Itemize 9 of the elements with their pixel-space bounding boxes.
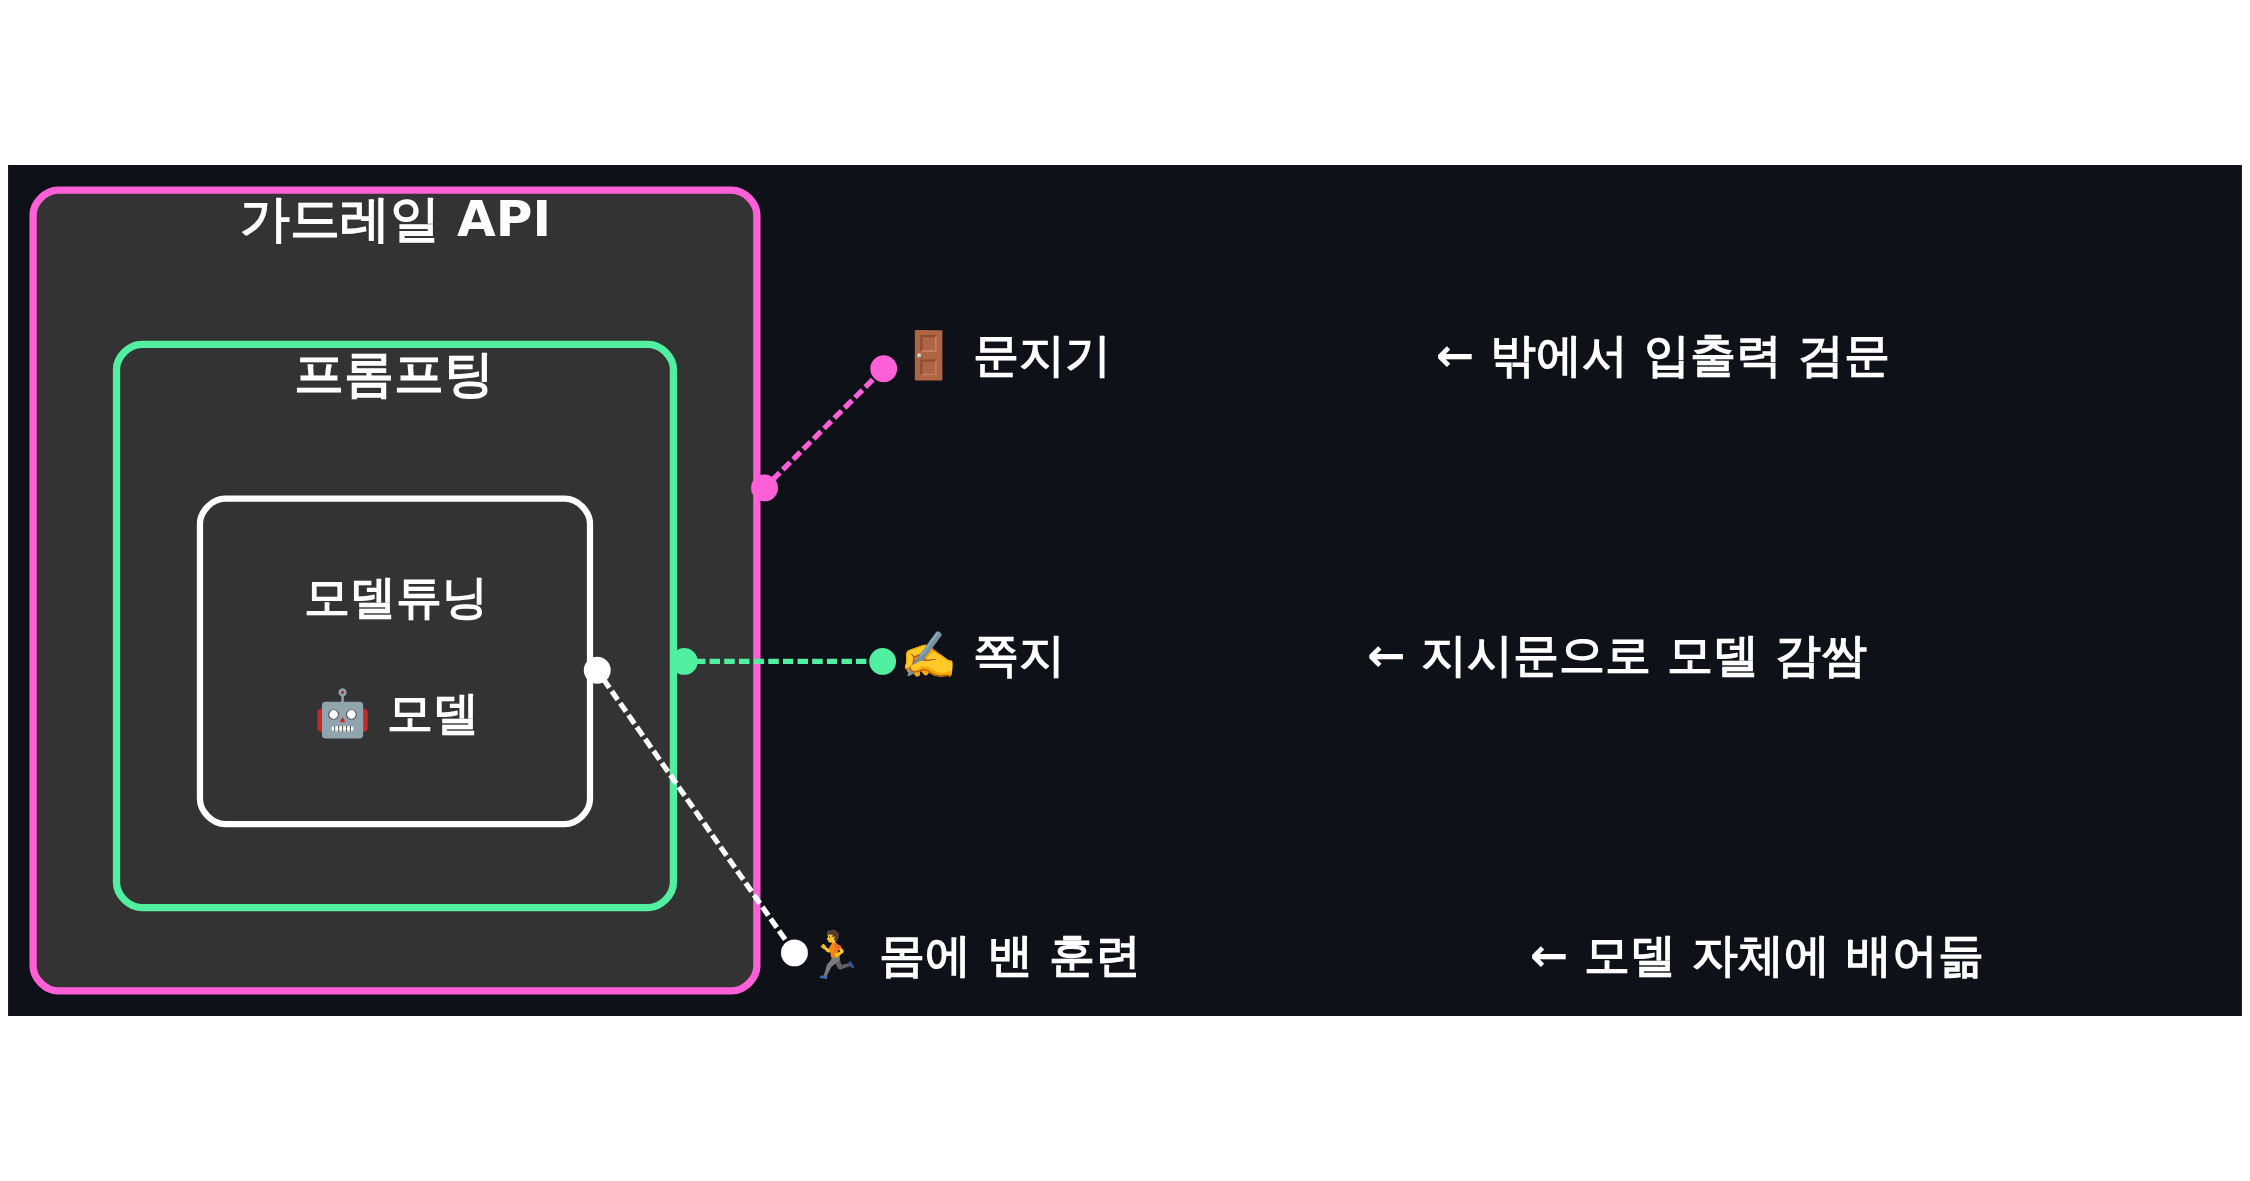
connector bbox=[583, 656, 808, 967]
node-box: 모델튜닝 🤖 모델 bbox=[196, 495, 594, 828]
node-text: 🏃 몸에 밴 훈련 bbox=[805, 928, 1141, 983]
node-label: ← 밖에서 입출력 검문 bbox=[1435, 327, 1891, 382]
node-text: 🚪 문지기 bbox=[899, 327, 1111, 382]
node-label: ← 지시문으로 모델 감쌈 bbox=[1366, 628, 1868, 683]
connector bbox=[751, 355, 898, 502]
node-label: ← 모델 자체에 배어듦 bbox=[1529, 928, 1984, 983]
node-text: ✍ 쪽지 bbox=[899, 628, 1065, 683]
